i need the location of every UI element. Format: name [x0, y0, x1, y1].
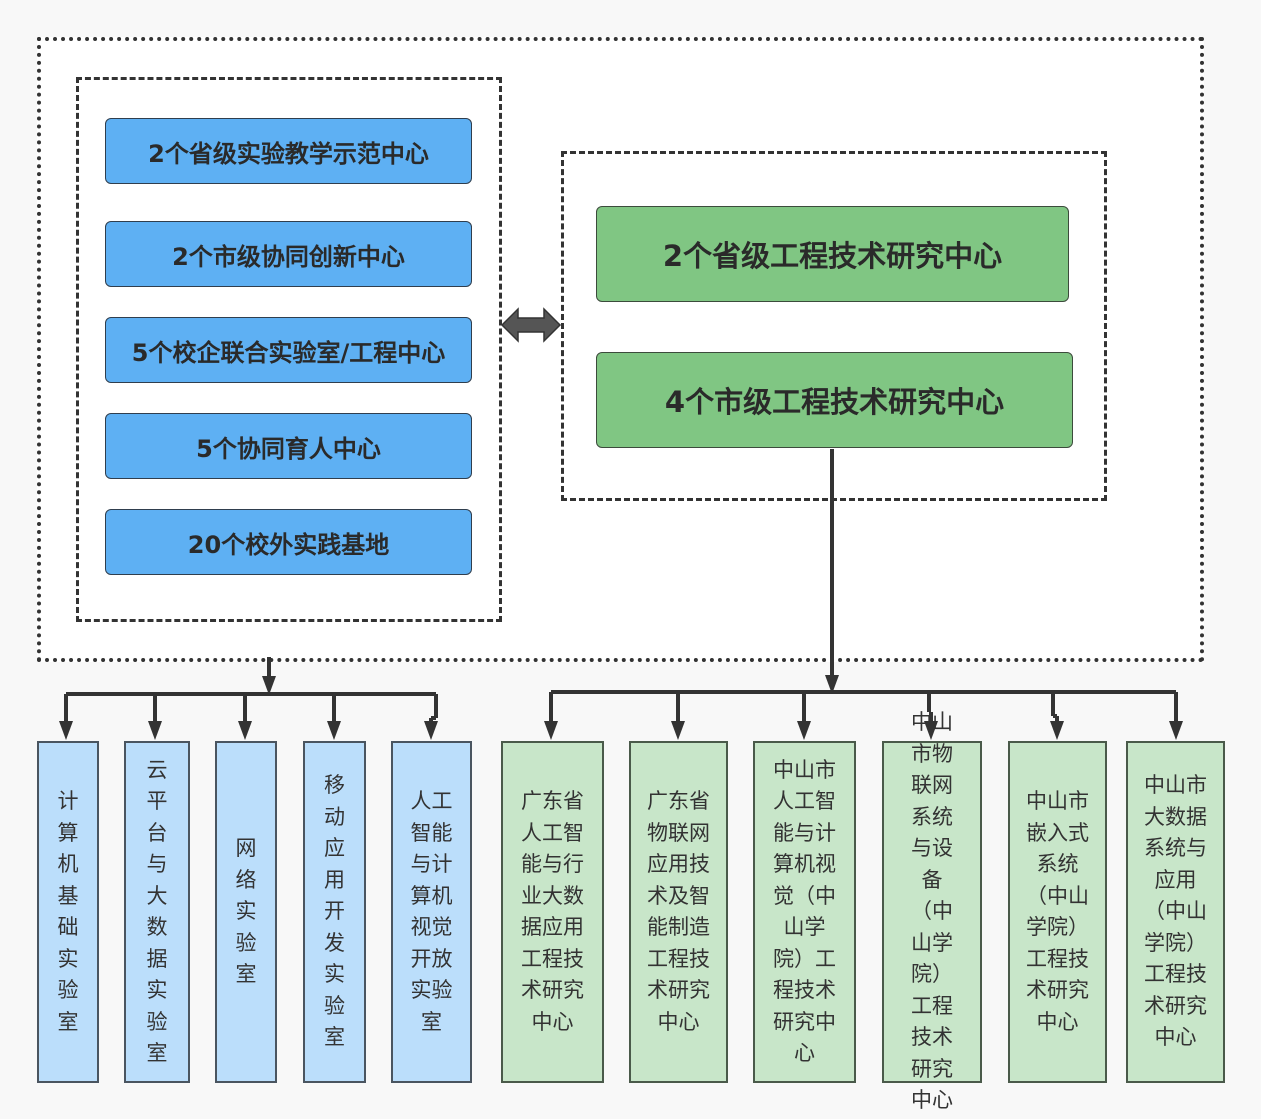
arrowhead-icon: [825, 675, 839, 694]
arrowhead-icon: [59, 721, 73, 740]
arrowhead-icon: [797, 721, 811, 740]
teaching-platform-item: 2个市级协同创新中心: [105, 221, 472, 287]
research-center-box: 中山市人工智能与计算机视觉（中山学院）工程技术研究中心: [753, 741, 856, 1083]
arrowhead-icon: [238, 721, 252, 740]
research-center-box: 广东省人工智能与行业大数据应用工程技术研究中心: [501, 741, 604, 1083]
lab-box: 移动应用开发实验室: [303, 741, 366, 1083]
research-platform-item: 2个省级工程技术研究中心: [596, 206, 1069, 302]
arrowhead-icon: [671, 721, 685, 740]
lab-box: 网络实验室: [215, 741, 277, 1083]
arrowhead-icon: [262, 676, 276, 695]
lab-label: 网络实验室: [235, 836, 257, 987]
teaching-platform-item: 5个校企联合实验室/工程中心: [105, 317, 472, 383]
lab-label: 人工智能与计算机视觉开放实验室: [410, 789, 453, 1034]
arrowhead-icon: [148, 721, 162, 740]
right-connector: [549, 449, 1178, 722]
teaching-platform-item: 5个协同育人中心: [105, 413, 472, 479]
research-center-box: 广东省物联网应用技术及智能制造工程技术研究中心: [629, 741, 728, 1083]
research-center-label: 中山市物联网系统与设备（中山学院）工程技术研究中心: [911, 710, 953, 1113]
teaching-platform-item: 20个校外实践基地: [105, 509, 472, 575]
research-center-label: 广东省人工智能与行业大数据应用工程技术研究中心: [521, 789, 584, 1034]
research-platform-item: 4个市级工程技术研究中心: [596, 352, 1073, 448]
arrowhead-icon: [1050, 721, 1064, 740]
lab-label: 计算机基础实验室: [57, 789, 79, 1034]
lab-label: 云平台与大数据实验室: [146, 757, 168, 1066]
research-center-box: 中山市嵌入式系统（中山学院）工程技术研究中心: [1008, 741, 1107, 1083]
arrowhead-icon: [1169, 721, 1183, 740]
arrowhead-icon: [544, 721, 558, 740]
arrowhead-icon: [424, 721, 438, 740]
research-center-label: 中山市嵌入式系统（中山学院）工程技术研究中心: [1026, 789, 1089, 1034]
research-center-label: 广东省物联网应用技术及智能制造工程技术研究中心: [647, 789, 710, 1034]
research-center-label: 中山市人工智能与计算机视觉（中山学院）工程技术研究中心: [773, 757, 836, 1066]
research-center-box: 中山市大数据系统与应用（中山学院）工程技术研究中心: [1126, 741, 1225, 1083]
lab-box: 云平台与大数据实验室: [124, 741, 190, 1083]
bidirectional-arrow-icon: [500, 307, 562, 343]
teaching-platform-item: 2个省级实验教学示范中心: [105, 118, 472, 184]
research-center-box: 中山市物联网系统与设备（中山学院）工程技术研究中心: [882, 710, 982, 1112]
lab-box: 计算机基础实验室: [37, 741, 99, 1083]
teaching-platform-group: [76, 77, 502, 622]
arrowhead-icon: [327, 721, 341, 740]
left-connector: [64, 657, 438, 722]
arrowhead-icon: [924, 721, 938, 740]
lab-box: 人工智能与计算机视觉开放实验室: [391, 741, 472, 1083]
lab-label: 移动应用开发实验室: [324, 773, 345, 1050]
research-center-label: 中山市大数据系统与应用（中山学院）工程技术研究中心: [1144, 773, 1207, 1050]
